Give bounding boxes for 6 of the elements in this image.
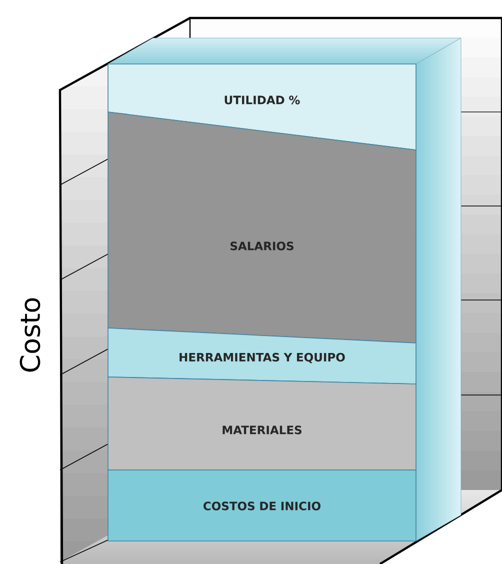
- cost-band: MATERIALES: [108, 376, 416, 470]
- axis-label: Costo: [20, 298, 40, 372]
- cost-band: SALARIOS: [108, 112, 416, 344]
- cost-band: UTILIDAD %: [108, 64, 416, 150]
- cost-band: COSTOS DE INICIO: [108, 470, 416, 542]
- cost-band: HERRAMIENTAS Y EQUIPO: [108, 328, 416, 384]
